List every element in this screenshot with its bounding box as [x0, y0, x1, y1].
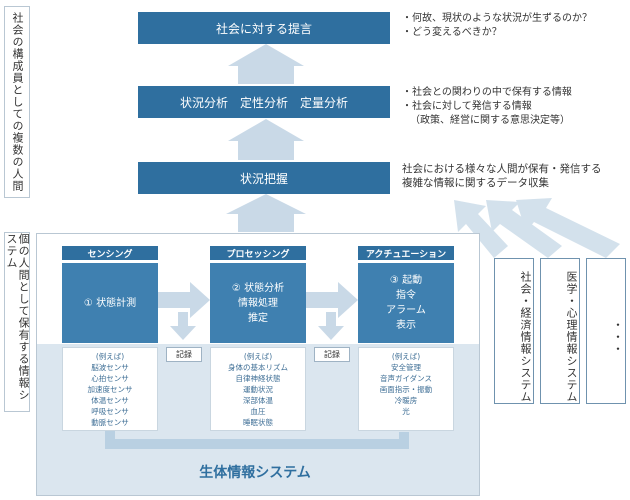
col-body-actuation: ③ 起動 指令 アラーム 表示 — [358, 263, 454, 343]
diag-arrow-1 — [454, 200, 508, 258]
arrow-right-2 — [306, 282, 358, 318]
side-system-medical: 医学・心理情報システム — [540, 258, 580, 404]
note-line: ・社会との関わりの中で保有する情報 — [402, 87, 572, 98]
example-item: 音声ガイダンス — [379, 374, 433, 383]
body-line: ② 状態分析 — [231, 282, 285, 294]
example-item: 冷暖房 — [394, 396, 418, 405]
examples-title: (例えば) — [243, 352, 273, 361]
diag-arrow-2 — [486, 200, 562, 258]
side-label-individual: 個の人間として保有する情報システム — [4, 232, 30, 412]
record-box-2: 記録 — [314, 347, 350, 362]
example-item: 安全管理 — [391, 363, 421, 372]
analysis-note: ・社会との関わりの中で保有する情報 ・社会に対して発信する情報 （政策、経営に関… — [402, 86, 572, 128]
examples-sensing: (例えば) 脳波センサ 心拍センサ 加速度センサ 体温センサ 呼吸センサ 動脈セ… — [62, 347, 158, 431]
arrow-down-1 — [170, 312, 196, 340]
feedback-loop-path — [105, 424, 409, 449]
col-header-actuation: アクチュエーション — [358, 246, 454, 260]
arrow-right-1 — [158, 282, 210, 318]
body-line: ① 状態計測 — [83, 297, 137, 309]
examples-title: (例えば) — [391, 352, 421, 361]
arrow-up-1 — [228, 44, 304, 84]
proposal-note: ・何故、現状のような状況が生ずるのか？ ・どう変えるべきか？ — [402, 12, 592, 40]
body-line: 表示 — [396, 320, 416, 331]
body-line: アラーム — [386, 305, 426, 316]
example-item: 睡眠状態 — [243, 418, 273, 427]
body-line: ③ 起動 — [389, 275, 423, 286]
bio-system-title: 生体情報システム — [199, 465, 311, 481]
proposal-box: 社会に対する提言 — [138, 12, 390, 44]
side-system-others: ・・・ — [586, 258, 626, 404]
example-item: 身体の基本リズム — [228, 363, 288, 372]
body-line: 指令 — [396, 290, 416, 301]
grasp-box: 状況把握 — [138, 162, 390, 194]
example-item: 深部体温 — [243, 396, 273, 405]
examples-actuation: (例えば) 安全管理 音声ガイダンス 画面指示・振動 冷暖房 光 — [358, 347, 454, 431]
example-item: 動脈センサ — [91, 418, 129, 427]
example-item: 呼吸センサ — [91, 407, 129, 416]
note-line: 複雑な情報に関するデータ収集 — [402, 177, 549, 189]
analysis-box: 状況分析 定性分析 定量分析 — [138, 86, 390, 118]
arrow-down-2 — [318, 312, 344, 340]
arrow-up-2 — [228, 119, 304, 160]
example-item: 体温センサ — [91, 396, 129, 405]
example-item: 光 — [402, 407, 410, 416]
example-item: 加速度センサ — [87, 385, 133, 394]
body-line: 情報処理 — [238, 297, 278, 309]
col-body-sensing: ① 状態計測 — [62, 263, 158, 343]
example-item: 脳波センサ — [91, 363, 129, 372]
examples-title: (例えば) — [95, 352, 125, 361]
example-item: 画面指示・振動 — [379, 385, 433, 394]
col-header-processing: プロセッシング — [210, 246, 306, 260]
grasp-note: 社会における様々な人間が保有・発信する 複雑な情報に関するデータ収集 — [402, 162, 602, 190]
example-item: 血圧 — [250, 407, 266, 416]
note-line: （政策、経営に関する意思決定等） — [410, 115, 570, 126]
col-body-processing: ② 状態分析 情報処理 推定 — [210, 263, 306, 343]
record-box-1: 記録 — [166, 347, 202, 362]
note-line: 社会における様々な人間が保有・発信する — [402, 163, 602, 175]
note-line: ・どう変えるべきか？ — [402, 27, 502, 38]
example-item: 心拍センサ — [91, 374, 129, 383]
side-system-economic: 社会・経済情報システム — [494, 258, 534, 404]
example-item: 運動状況 — [243, 385, 273, 394]
body-line: 推定 — [248, 312, 268, 324]
side-label-society: 社会の構成員としての複数の人間 — [4, 6, 30, 198]
col-header-sensing: センシング — [62, 246, 158, 260]
diag-arrow-3 — [516, 198, 620, 258]
example-item: 自律神経状態 — [235, 374, 281, 383]
examples-processing: (例えば) 身体の基本リズム 自律神経状態 運動状況 深部体温 血圧 睡眠状態 — [210, 347, 306, 431]
arrow-up-3 — [226, 194, 306, 232]
note-line: ・社会に対して発信する情報 — [402, 101, 532, 112]
note-line: ・何故、現状のような状況が生ずるのか？ — [402, 13, 592, 24]
